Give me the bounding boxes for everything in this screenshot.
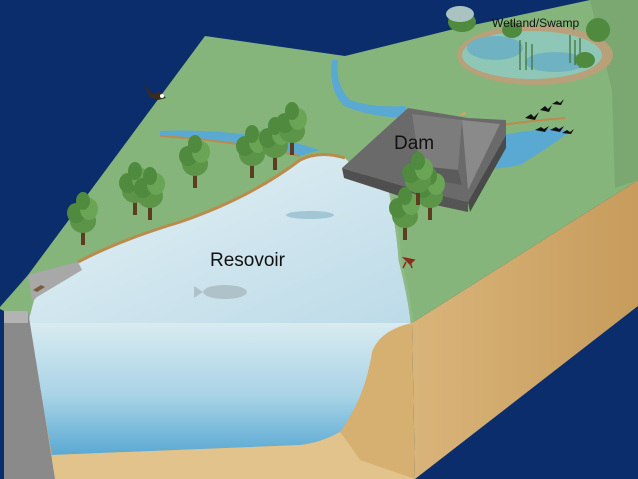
small-bird bbox=[458, 112, 467, 116]
eagle bbox=[143, 84, 166, 100]
wetland-label: Wetland/Swamp bbox=[492, 16, 579, 30]
sediment bbox=[52, 432, 415, 479]
shoreline bbox=[77, 153, 346, 264]
water-cross-section bbox=[28, 323, 412, 455]
soil-side-face bbox=[412, 180, 638, 479]
insect bbox=[401, 256, 416, 269]
wetland-area bbox=[446, 6, 613, 85]
reservoir-surface bbox=[28, 154, 412, 323]
fish bbox=[194, 285, 247, 299]
small-bird bbox=[33, 285, 45, 292]
dam-label: Dam bbox=[394, 133, 434, 154]
left-wall-ramp bbox=[28, 262, 82, 300]
reservoir-label: Resovoir bbox=[210, 250, 286, 271]
fish-surface-shadow bbox=[286, 211, 334, 219]
upstream-river bbox=[331, 60, 412, 118]
bird-flock bbox=[525, 99, 574, 134]
left-wall bbox=[4, 311, 55, 479]
left-wall-top bbox=[4, 311, 28, 323]
